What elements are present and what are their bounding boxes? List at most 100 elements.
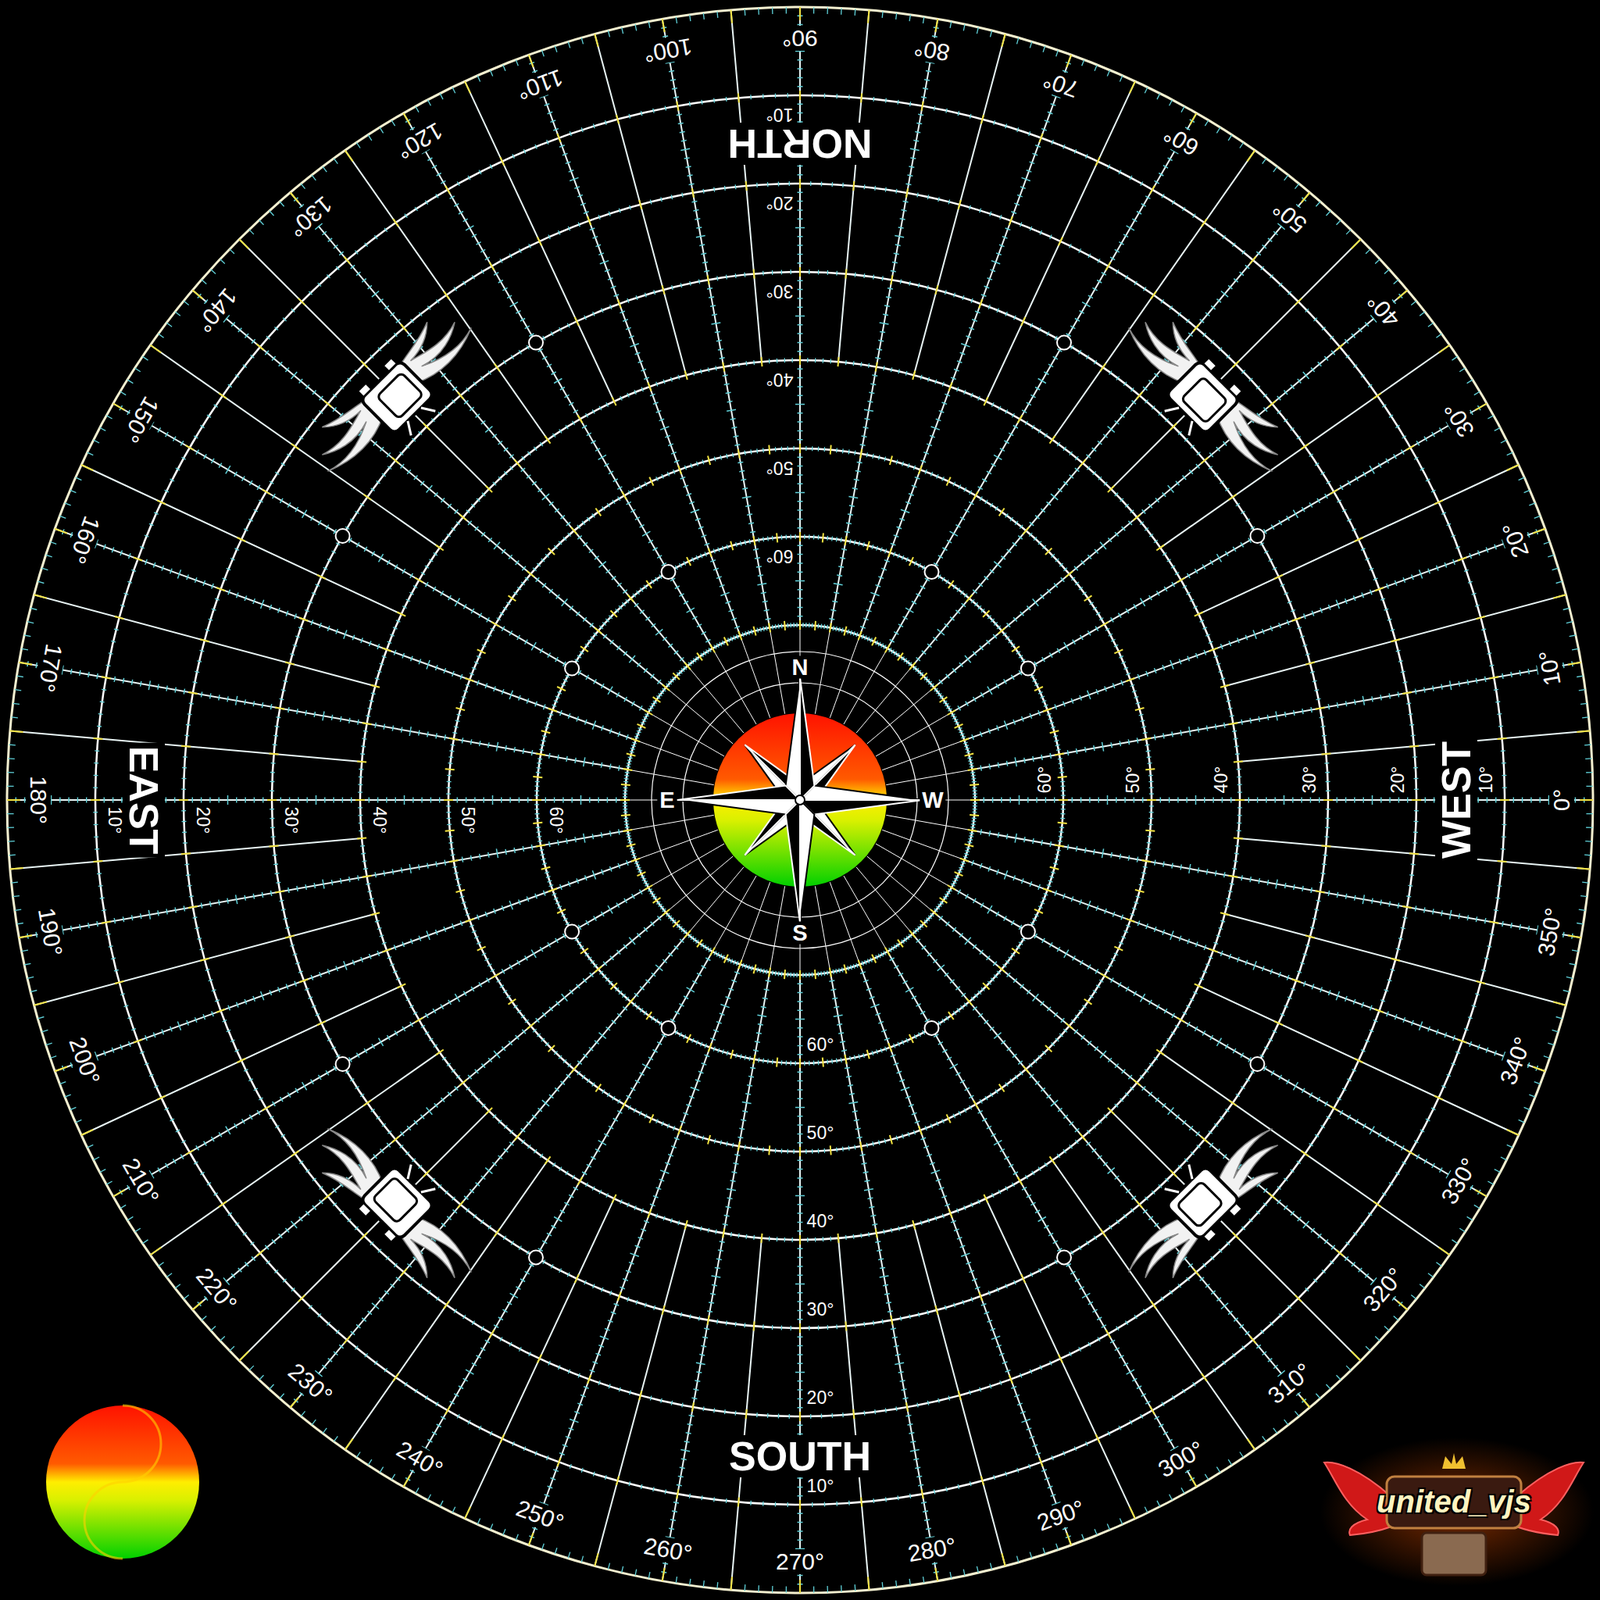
azimuth-label: 170° xyxy=(32,638,68,697)
tv-set xyxy=(1421,1532,1486,1575)
altitude-label: 20° xyxy=(1388,763,1408,797)
grid-marker xyxy=(564,661,579,676)
tv-foot xyxy=(1203,357,1217,372)
azimuth-label: 60° xyxy=(1156,118,1205,161)
azimuth-label: 270° xyxy=(772,1549,828,1575)
grid-marker xyxy=(528,335,543,350)
tv-foot xyxy=(1228,1203,1243,1217)
azimuth-label: 260° xyxy=(638,1532,697,1568)
azimuth-label: 140° xyxy=(189,281,244,340)
grid-marker xyxy=(1250,1057,1265,1072)
altitude-label: 50° xyxy=(1123,763,1143,797)
altitude-label: 10° xyxy=(1476,763,1497,797)
tv-foot xyxy=(1228,383,1243,397)
badge-glow xyxy=(1320,1437,1594,1586)
altitude-label: 60° xyxy=(1035,763,1055,797)
tv-body xyxy=(1165,1165,1240,1240)
azimuth-label: 340° xyxy=(1494,1030,1537,1091)
azimuth-label: 190° xyxy=(32,903,68,962)
altitude-label: 40° xyxy=(803,1211,838,1232)
altitude-ring xyxy=(7,7,1593,1593)
tv-foot xyxy=(357,1203,372,1217)
direction-label: SOUTH xyxy=(725,1435,875,1478)
altitude-ticks xyxy=(15,15,1584,1584)
grid xyxy=(7,7,1593,1593)
azimuth-label: 110° xyxy=(510,63,569,105)
grid-marker xyxy=(1057,335,1072,350)
star-point-light xyxy=(785,677,800,800)
azimuth-label: 0° xyxy=(1549,785,1575,815)
altitude-label: 10° xyxy=(803,1476,838,1497)
tv-foot xyxy=(383,357,397,372)
azimuth-label: 50° xyxy=(1265,193,1314,240)
star-point-dark xyxy=(800,677,815,800)
compass-letter: W xyxy=(919,789,946,812)
direction-label: NORTH xyxy=(725,122,876,165)
grid-marker xyxy=(1250,528,1265,543)
altitude-label: 20° xyxy=(803,1388,838,1408)
altitude-label: 30° xyxy=(281,803,301,838)
tv-screen xyxy=(376,372,423,419)
azimuth-label: 120° xyxy=(389,115,450,165)
grid-marker xyxy=(925,564,940,579)
azimuth-label: 100° xyxy=(638,32,697,68)
grid-marker xyxy=(1057,1250,1072,1265)
altitude-label: 60° xyxy=(763,546,797,566)
compass-rose xyxy=(677,677,923,923)
azimuth-label: 210° xyxy=(115,1150,165,1211)
azimuth-label: 30° xyxy=(1438,394,1481,443)
tv-foot xyxy=(1203,1228,1217,1243)
star-point-light xyxy=(677,800,800,815)
azimuth-label: 250° xyxy=(509,1494,570,1537)
grid-marker xyxy=(1021,661,1036,676)
altitude-label: 60° xyxy=(546,803,566,838)
winged-tv xyxy=(303,1104,496,1297)
altitude-label: 20° xyxy=(192,803,213,838)
five-degree-ticks xyxy=(7,7,1593,1593)
altitude-label: 40° xyxy=(369,803,390,838)
altitude-label: 40° xyxy=(763,369,797,390)
color-disc xyxy=(46,1405,200,1559)
azimuth-label: 320° xyxy=(1356,1260,1411,1319)
azimuth-label: 230° xyxy=(281,1356,340,1411)
winged-tv xyxy=(1104,303,1297,496)
azimuth-label: 180° xyxy=(25,772,51,828)
azimuth-label: 70° xyxy=(1036,65,1085,104)
logo-badge xyxy=(1320,1437,1594,1586)
grid-marker xyxy=(1021,925,1036,940)
altitude-label: 20° xyxy=(763,192,797,213)
tv-body xyxy=(360,360,435,435)
tv-screen xyxy=(372,1176,419,1223)
azimuth-label: 90° xyxy=(778,25,821,51)
azimuth-lines xyxy=(7,7,1593,1593)
azimuth-label: 10° xyxy=(1534,645,1567,691)
azimuth-label: 300° xyxy=(1150,1435,1211,1485)
crown xyxy=(1442,1453,1466,1469)
altitude-label: 30° xyxy=(803,1300,838,1320)
azimuth-label: 200° xyxy=(63,1030,106,1091)
tv-foot xyxy=(383,1228,397,1243)
azimuth-label: 40° xyxy=(1360,286,1407,335)
azimuth-label: 130° xyxy=(281,189,340,244)
altitude-label: 50° xyxy=(763,457,797,478)
altitude-label: 50° xyxy=(803,1123,838,1143)
watermark: united_vjs xyxy=(1373,1485,1535,1518)
star-point-dark xyxy=(800,800,923,815)
tv-antenna xyxy=(1164,1164,1198,1198)
degree-ticks xyxy=(7,7,1593,1593)
altitude-label: 40° xyxy=(1211,763,1232,797)
star-point-light xyxy=(800,785,923,800)
compass-letter: S xyxy=(789,921,810,945)
grid-marker xyxy=(335,528,350,543)
altitude-ring xyxy=(271,271,1329,1329)
tv-body xyxy=(1165,360,1240,435)
grid-marker xyxy=(925,1021,940,1036)
azimuth-label: 310° xyxy=(1260,1356,1319,1411)
star-point-dark xyxy=(677,785,800,800)
tv-antenna xyxy=(402,402,436,436)
altitude-label: 30° xyxy=(763,281,797,301)
grid-marker xyxy=(528,1250,543,1265)
altitude-label: 50° xyxy=(457,803,478,838)
